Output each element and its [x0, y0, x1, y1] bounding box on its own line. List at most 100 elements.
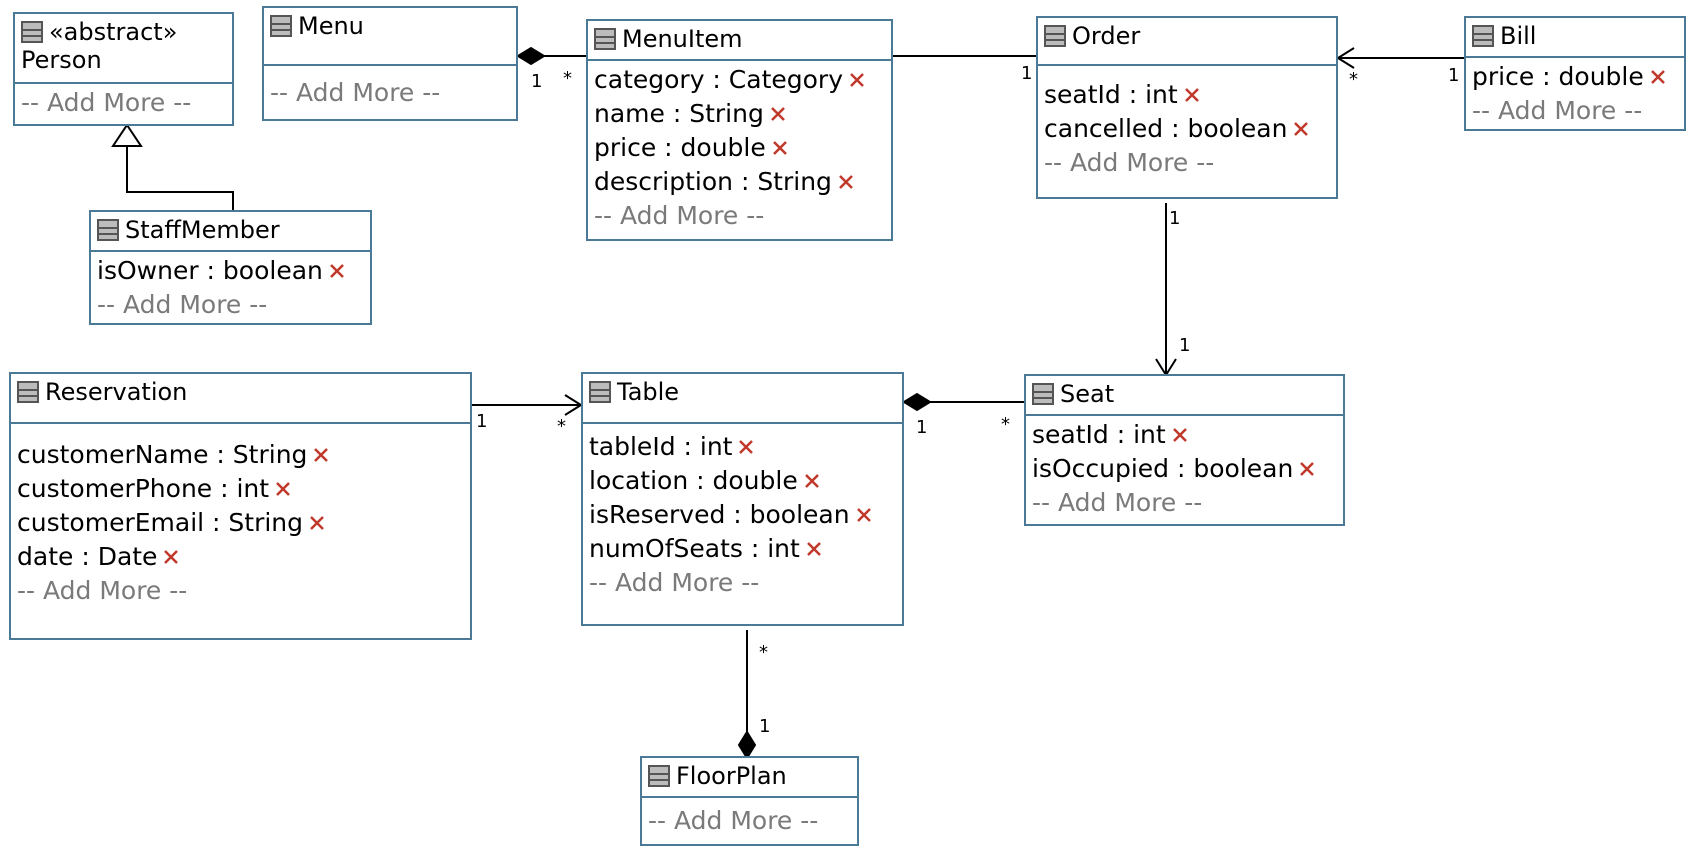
- class-bill[interactable]: Bill price : double -- Add More --: [1464, 16, 1686, 131]
- delete-x-icon[interactable]: [308, 514, 326, 532]
- attribute[interactable]: customerPhone : int: [17, 472, 464, 506]
- delete-x-icon[interactable]: [1171, 426, 1189, 444]
- delete-x-icon[interactable]: [274, 480, 292, 498]
- attribute[interactable]: price : double: [594, 131, 885, 165]
- add-more-button[interactable]: -- Add More --: [648, 806, 819, 835]
- delete-x-icon[interactable]: [162, 548, 180, 566]
- class-name[interactable]: Reservation: [45, 378, 188, 406]
- attribute[interactable]: price : double: [1472, 60, 1678, 94]
- attribute[interactable]: date : Date: [17, 540, 464, 574]
- attribute-label: date : Date: [17, 542, 158, 571]
- class-name[interactable]: MenuItem: [622, 25, 743, 53]
- attribute-label: customerPhone : int: [17, 474, 270, 503]
- mult-table-seat-table-side: 1: [916, 417, 928, 438]
- delete-x-icon[interactable]: [771, 139, 789, 157]
- delete-x-icon[interactable]: [328, 262, 346, 280]
- class-header: Menu: [264, 8, 516, 66]
- attribute[interactable]: customerName : String: [17, 438, 464, 472]
- attribute[interactable]: isReserved : boolean: [589, 498, 896, 532]
- attribute[interactable]: seatId : int: [1044, 78, 1330, 112]
- mult-order-seat-order-side: 1: [1169, 208, 1181, 229]
- class-name[interactable]: Bill: [1500, 22, 1537, 50]
- add-more-button[interactable]: -- Add More --: [270, 78, 441, 107]
- class-name[interactable]: Order: [1072, 22, 1141, 50]
- add-more-button[interactable]: -- Add More --: [594, 201, 765, 230]
- mult-order-bill-side: *: [1349, 69, 1358, 90]
- class-staffmember[interactable]: StaffMember isOwner : boolean -- Add Mor…: [89, 210, 372, 325]
- class-name[interactable]: StaffMember: [125, 216, 280, 244]
- delete-x-icon[interactable]: [1649, 68, 1667, 86]
- attribute[interactable]: cancelled : boolean: [1044, 112, 1330, 146]
- class-header: «abstract» Person: [15, 14, 232, 84]
- class-floorplan[interactable]: FloorPlan -- Add More --: [640, 756, 859, 846]
- class-icon: [270, 15, 292, 37]
- add-more-button[interactable]: -- Add More --: [97, 290, 268, 319]
- composition-floorplan-table[interactable]: [737, 630, 757, 760]
- delete-x-icon[interactable]: [1292, 120, 1310, 138]
- association-reservation-table[interactable]: [472, 394, 583, 416]
- add-more-button[interactable]: -- Add More --: [1032, 488, 1203, 517]
- attribute-label: customerEmail : String: [17, 508, 304, 537]
- attribute[interactable]: customerEmail : String: [17, 506, 464, 540]
- delete-x-icon[interactable]: [837, 173, 855, 191]
- delete-x-icon[interactable]: [803, 472, 821, 490]
- class-header: Table: [583, 374, 902, 424]
- composition-table-seat[interactable]: [902, 392, 1024, 412]
- class-header: Bill: [1466, 18, 1684, 58]
- class-name[interactable]: Menu: [298, 12, 364, 40]
- class-reservation[interactable]: Reservation customerName : String custom…: [9, 372, 472, 640]
- attribute[interactable]: name : String: [594, 97, 885, 131]
- delete-x-icon[interactable]: [1183, 86, 1201, 104]
- attribute[interactable]: tableId : int: [589, 430, 896, 464]
- association-bill-order[interactable]: [1336, 47, 1464, 69]
- class-name[interactable]: Person: [21, 46, 102, 74]
- delete-x-icon[interactable]: [848, 71, 866, 89]
- attribute[interactable]: numOfSeats : int: [589, 532, 896, 566]
- class-header: FloorPlan: [642, 758, 857, 798]
- class-icon: [1044, 25, 1066, 47]
- attribute-label: price : double: [594, 133, 766, 162]
- mult-floorplan-side: 1: [759, 716, 771, 737]
- class-table[interactable]: Table tableId : int location : double is…: [581, 372, 904, 626]
- class-menuitem[interactable]: MenuItem category : Category name : Stri…: [586, 19, 893, 241]
- add-more-button[interactable]: -- Add More --: [21, 88, 192, 117]
- mult-order-seat-seat-side: 1: [1179, 335, 1191, 356]
- attribute[interactable]: category : Category: [594, 63, 885, 97]
- add-more-button[interactable]: -- Add More --: [17, 576, 188, 605]
- attribute[interactable]: isOwner : boolean: [97, 254, 364, 288]
- delete-x-icon[interactable]: [312, 446, 330, 464]
- attribute-label: isReserved : boolean: [589, 500, 850, 529]
- attribute-label: cancelled : boolean: [1044, 114, 1288, 143]
- class-name[interactable]: Table: [617, 378, 680, 406]
- class-seat[interactable]: Seat seatId : int isOccupied : boolean -…: [1024, 374, 1345, 526]
- generalization-staffmember-person[interactable]: [111, 123, 234, 210]
- class-header: Reservation: [11, 374, 470, 424]
- add-more-button[interactable]: -- Add More --: [1044, 148, 1215, 177]
- composition-menu-menuitem[interactable]: [516, 46, 586, 66]
- mult-bill-side: 1: [1448, 65, 1460, 86]
- class-menu[interactable]: Menu -- Add More --: [262, 6, 518, 121]
- attribute[interactable]: isOccupied : boolean: [1032, 452, 1337, 486]
- attribute[interactable]: description : String: [594, 165, 885, 199]
- attribute-label: numOfSeats : int: [589, 534, 800, 563]
- class-header: Order: [1038, 18, 1336, 66]
- class-header: StaffMember: [91, 212, 370, 252]
- class-order[interactable]: Order seatId : int cancelled : boolean -…: [1036, 16, 1338, 199]
- mult-menu-side: 1: [531, 71, 543, 92]
- class-person[interactable]: «abstract» Person -- Add More --: [13, 12, 234, 126]
- delete-x-icon[interactable]: [855, 506, 873, 524]
- delete-x-icon[interactable]: [737, 438, 755, 456]
- mult-order-menuitem-side: 1: [1021, 63, 1033, 84]
- add-more-button[interactable]: -- Add More --: [1472, 96, 1643, 125]
- class-name[interactable]: Seat: [1060, 380, 1115, 408]
- add-more-button[interactable]: -- Add More --: [589, 568, 760, 597]
- mult-menuitem-side: *: [563, 68, 572, 89]
- delete-x-icon[interactable]: [1298, 460, 1316, 478]
- delete-x-icon[interactable]: [769, 105, 787, 123]
- class-name[interactable]: FloorPlan: [676, 762, 787, 790]
- attribute[interactable]: location : double: [589, 464, 896, 498]
- class-header: Seat: [1026, 376, 1343, 416]
- attribute-label: description : String: [594, 167, 832, 196]
- attribute[interactable]: seatId : int: [1032, 418, 1337, 452]
- delete-x-icon[interactable]: [805, 540, 823, 558]
